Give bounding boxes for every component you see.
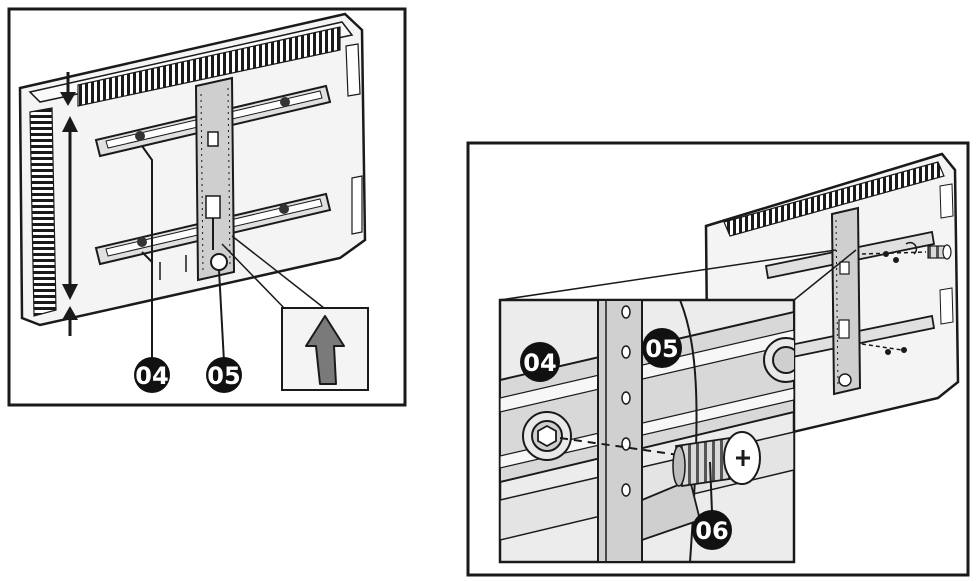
- callout-badge-04-right: 04: [520, 342, 560, 382]
- leader-line-05-left: [218, 269, 225, 363]
- callout-label: 04: [523, 349, 556, 377]
- leader-line-04-left: [141, 145, 153, 362]
- callout-label: 05: [207, 362, 240, 390]
- right-step-panel: 04 05 06: [466, 141, 970, 577]
- left-step-panel: 04 05: [7, 7, 407, 407]
- screw-detail-inset: 04 05 06: [498, 298, 796, 564]
- lift-direction-inset: [281, 307, 369, 391]
- callout-label: 06: [695, 517, 728, 545]
- screw-icon: [672, 431, 761, 488]
- callout-badge-05-right: 05: [642, 328, 682, 368]
- rail-nut: [522, 411, 572, 461]
- up-arrow-icon: [305, 315, 345, 385]
- callout-badge-06-right: 06: [692, 510, 732, 550]
- height-arrow: [60, 72, 78, 336]
- leader-line-04b-left: [141, 251, 153, 263]
- callout-badge-05-left: 05: [206, 357, 242, 393]
- callout-label: 05: [645, 335, 678, 363]
- callout-label: 04: [135, 362, 168, 390]
- callout-badge-04-left: 04: [134, 357, 170, 393]
- tv-back-left: [18, 12, 367, 336]
- bolt-icon: [927, 244, 952, 260]
- bracket-holes: [621, 305, 631, 497]
- vertical-wall-bracket: [194, 76, 236, 282]
